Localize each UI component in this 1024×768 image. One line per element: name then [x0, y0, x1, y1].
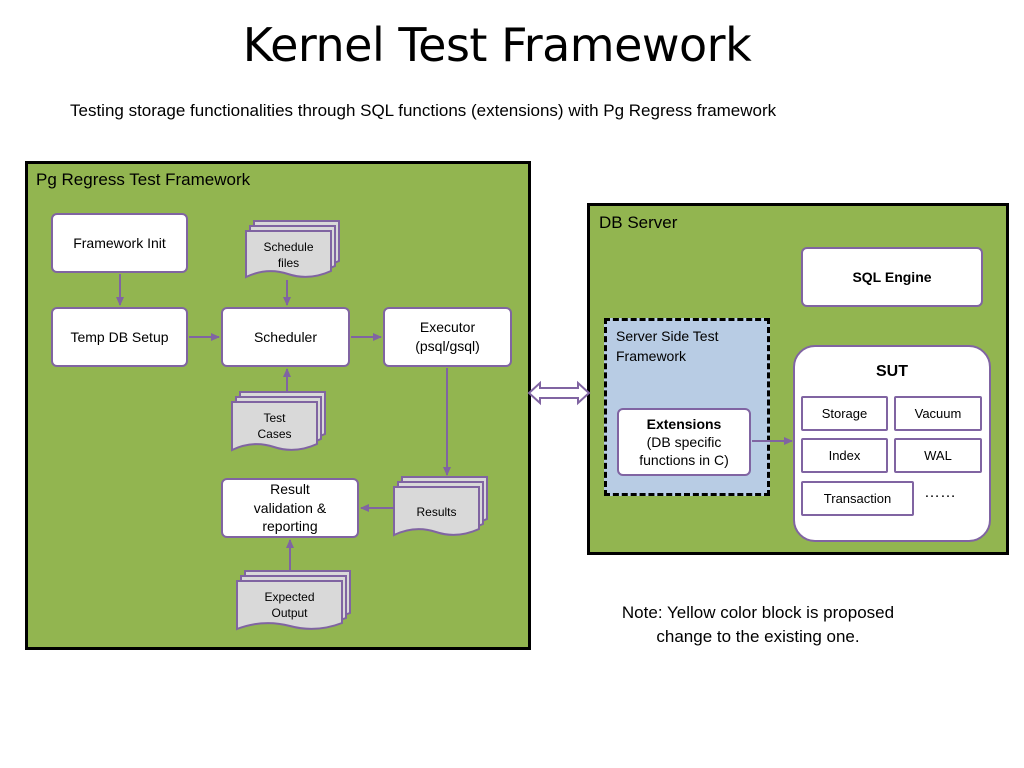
framework-init-box: Framework Init	[51, 213, 188, 273]
sut-vacuum-box: Vacuum	[894, 396, 982, 431]
sql-engine-label: SQL Engine	[852, 268, 932, 285]
executor-box: Executor (psql/gsql)	[383, 307, 512, 367]
extensions-box: Extensions (DB specific functions in C)	[617, 408, 751, 476]
test-cases-label: Test Cases	[257, 411, 292, 442]
bidirectional-connector-arrow	[527, 380, 591, 406]
sut-transaction-box: Transaction	[801, 481, 914, 516]
scheduler-box: Scheduler	[221, 307, 350, 367]
temp-db-setup-label: Temp DB Setup	[70, 328, 169, 345]
test-cases-document	[231, 391, 326, 452]
sut-wal-box: WAL	[894, 438, 982, 473]
page-title: Kernel Test Framework	[242, 18, 752, 72]
framework-init-label: Framework Init	[73, 234, 166, 251]
expected-output-document	[236, 570, 351, 631]
page-subtitle: Testing storage functionalities through …	[70, 101, 777, 120]
sut-storage-box: Storage	[801, 396, 888, 431]
expected-output-label: Expected Output	[264, 590, 315, 621]
sut-more-ellipsis: ……	[924, 484, 956, 501]
scheduler-label: Scheduler	[253, 328, 318, 345]
extensions-label: Extensions (DB specific functions in C)	[639, 415, 729, 469]
server-side-test-framework-label: Server Side Test Framework	[616, 328, 719, 365]
temp-db-setup-box: Temp DB Setup	[51, 307, 188, 367]
result-validation-label: Result validation & reporting	[253, 480, 327, 535]
results-document	[393, 476, 488, 537]
schedule-files-label: Schedule files	[263, 240, 314, 271]
sut-index-box: Index	[801, 438, 888, 473]
sut-label: SUT	[876, 363, 908, 380]
pg-regress-label: Pg Regress Test Framework	[36, 170, 251, 189]
results-label: Results	[416, 505, 457, 519]
note-text: Note: Yellow color block is proposed cha…	[621, 603, 895, 646]
db-server-label: DB Server	[599, 213, 678, 232]
result-validation-box: Result validation & reporting	[221, 478, 359, 538]
sql-engine-box: SQL Engine	[801, 247, 983, 307]
executor-label: Executor (psql/gsql)	[415, 319, 480, 354]
schedule-files-document	[245, 220, 340, 279]
